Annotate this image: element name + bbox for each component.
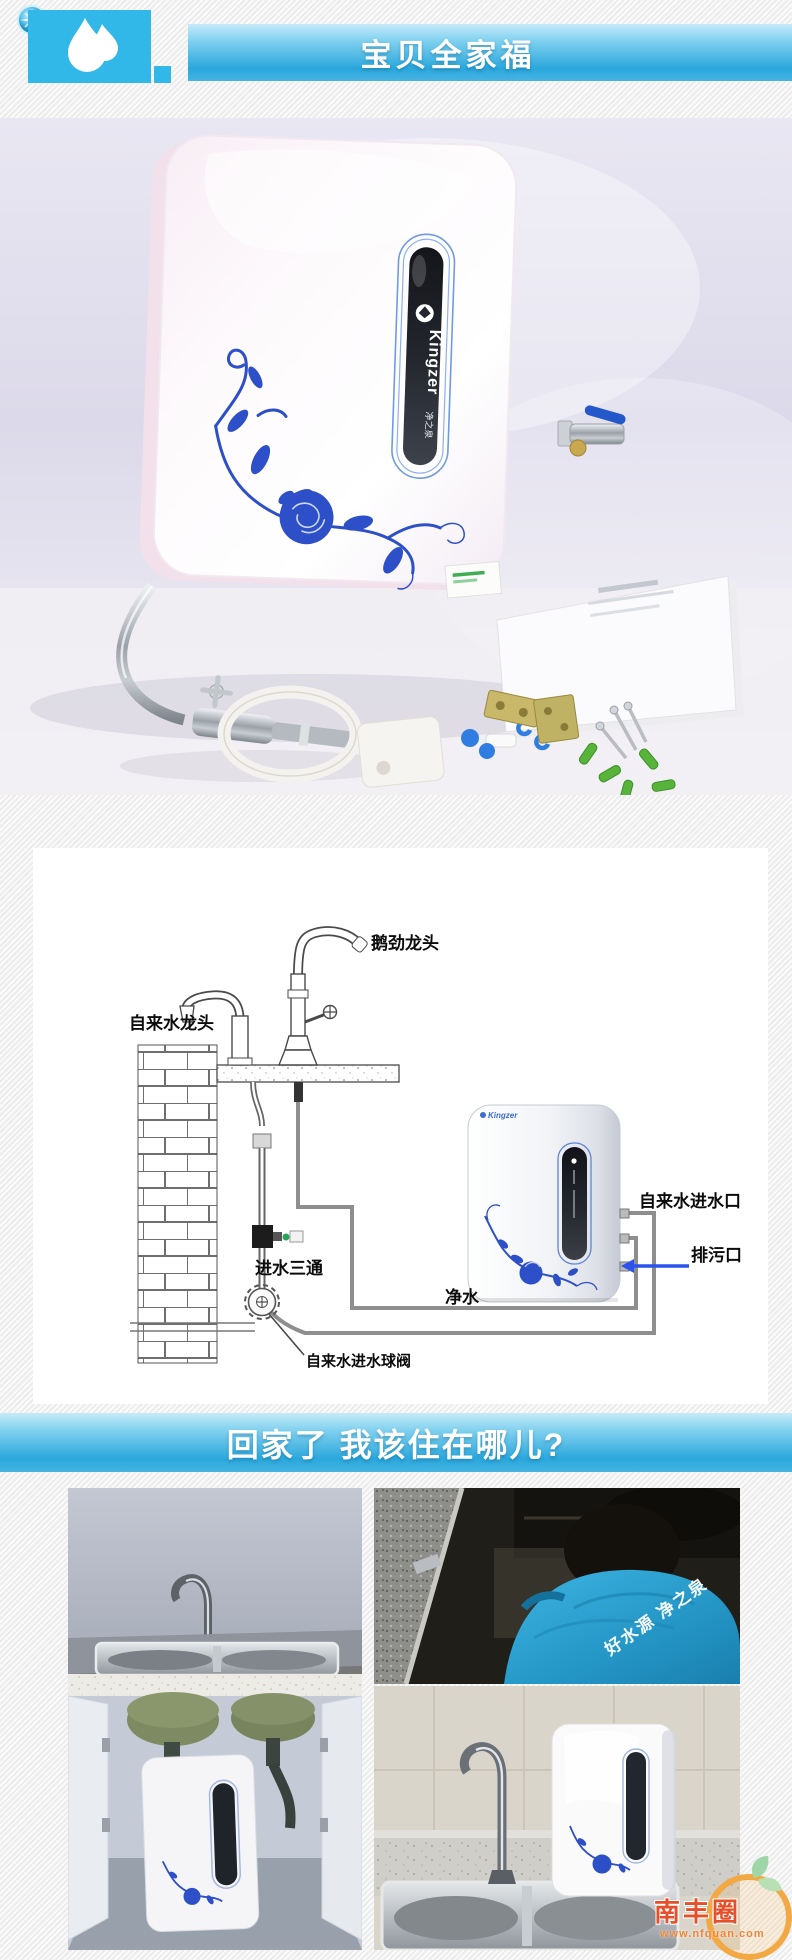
counter-purifier (551, 1723, 676, 1897)
tap-water-tube (269, 1211, 656, 1335)
inlet-tee-fitting (252, 1225, 273, 1248)
tap-faucet-drawing (179, 990, 253, 1066)
banner2-title: 回家了 我该住在哪儿? (226, 1426, 566, 1463)
purifier-box: Kingzer 净之泉 (139, 134, 518, 591)
watermark-url: www.nfquan.com (660, 1928, 765, 1940)
ball-valve (557, 405, 626, 457)
drain-arrow (621, 1259, 689, 1273)
water-drop-logo-box (28, 10, 151, 83)
wall-anchors (578, 742, 676, 804)
photo-under-sink-install (68, 1488, 362, 1950)
pill-brand-cn-text: 净之泉 (423, 411, 435, 438)
supply-assembly (130, 1081, 305, 1356)
watermark-peach-icon (706, 1856, 792, 1960)
wall-water-mains (130, 1322, 255, 1332)
warranty-card (444, 560, 502, 599)
goose-faucet-drawing (277, 926, 368, 1102)
valve-pointer-line (268, 1313, 305, 1356)
section-banner-where-to-live: 回家了 我该住在哪儿? (0, 1413, 792, 1472)
side-ports (619, 1208, 630, 1272)
diagram-purifier-brand: Kingzer (488, 1111, 518, 1120)
installation-diagram-panel: Kingzer (33, 848, 768, 1404)
display-window: Kingzer 净之泉 (391, 233, 456, 479)
product-family-photo: Kingzer 净之泉 (0, 118, 792, 804)
brick-wall (137, 1044, 218, 1364)
cabinet-purifier (141, 1754, 260, 1932)
photo-technician-install: 好水源 净之泉 (374, 1488, 740, 1684)
watermark: 南丰圈 www.nfquan.com (636, 1850, 792, 1960)
coupling (252, 1133, 272, 1149)
logo-tab-square (154, 66, 171, 83)
installation-diagram: Kingzer (130, 926, 689, 1364)
under-counter-fitting (294, 1082, 303, 1102)
ball-valve-drawing (244, 1284, 280, 1320)
label-tap-water-inlet-port: 自来水进水口 (639, 1192, 741, 1211)
label-inlet-ball-valve: 自来水进水球阀 (306, 1353, 412, 1370)
screws (595, 701, 648, 760)
watermark-name: 南丰圈 (654, 1897, 742, 1927)
banner-title: 宝贝全家福 (360, 38, 536, 73)
label-goose-faucet: 鹅劲龙头 (371, 934, 439, 953)
pill-brand-text: Kingzer (424, 329, 443, 395)
water-drop-icon (68, 18, 118, 72)
tubing (269, 1084, 656, 1335)
mount-bracket (357, 716, 445, 788)
countertop (216, 1064, 400, 1083)
label-tap-faucet: 自来水龙头 (129, 1014, 214, 1033)
label-inlet-tee: 进水三通 (255, 1259, 323, 1278)
clean-water-tube (296, 1084, 638, 1310)
section-banner-family-photo: 宝贝全家福 (188, 24, 792, 81)
metal-plates (483, 689, 580, 744)
label-clean-water: 净水 (445, 1288, 479, 1307)
label-drain-port: 排污口 (691, 1246, 742, 1265)
diagram-floral-decal (484, 1204, 598, 1291)
blue-fittings (461, 719, 551, 759)
diagram-purifier-unit: Kingzer (467, 1104, 630, 1303)
floral-decal (214, 348, 465, 590)
photo-countertop-install (374, 1686, 740, 1950)
